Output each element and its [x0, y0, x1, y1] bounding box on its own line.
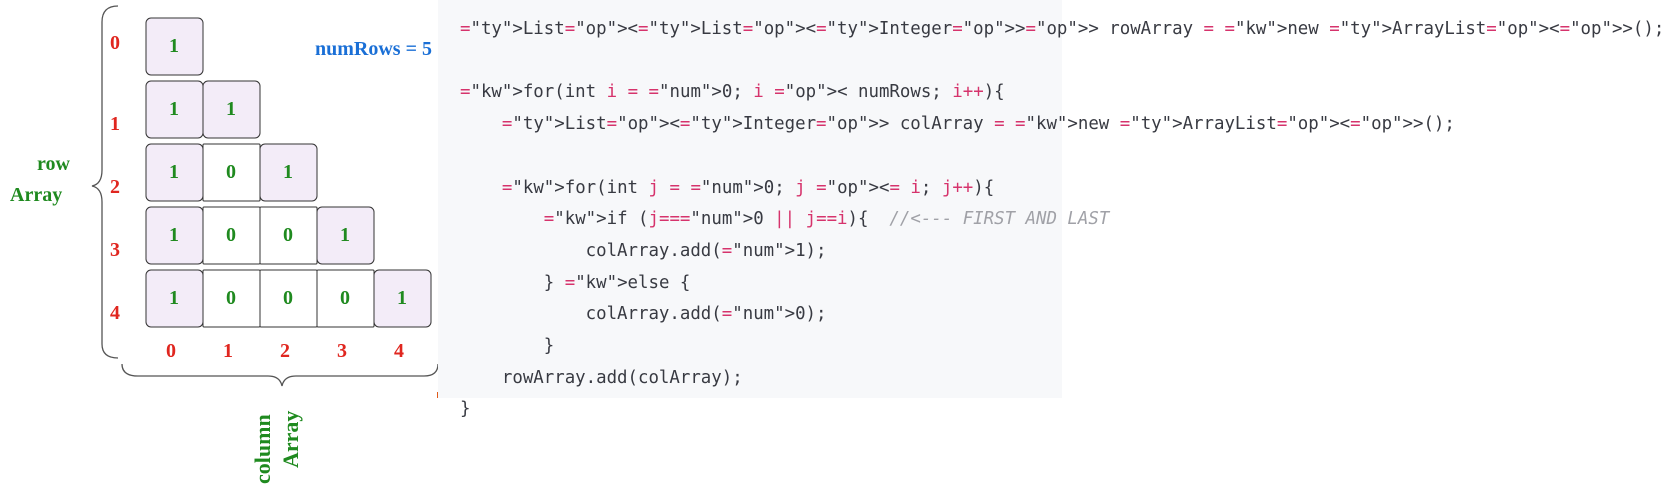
row-axis-label-line2: Array — [10, 184, 63, 206]
code-block: ="ty">List="op"><="ty">List="op"><="ty">… — [460, 19, 1664, 420]
cell-value: 1 — [169, 224, 179, 246]
triangle-grid — [91, 5, 439, 387]
cell-value: 0 — [283, 287, 293, 309]
column-index-3: 3 — [337, 340, 347, 362]
triangle-cell-2-2 — [259, 143, 318, 202]
cell-value: 1 — [226, 98, 236, 120]
cell-value: 1 — [340, 224, 350, 246]
code-panel: ="ty">List="op"><="ty">List="op"><="ty">… — [438, 0, 1664, 419]
cell-value: 0 — [226, 161, 236, 183]
row-brace — [91, 5, 119, 359]
num-rows-label: numRows = 5 — [315, 38, 432, 60]
row-index-3: 3 — [110, 239, 120, 261]
column-index-2: 2 — [280, 340, 290, 362]
cell-value: 1 — [169, 35, 179, 57]
column-index-1: 1 — [223, 340, 233, 362]
row-index-1: 1 — [110, 113, 120, 135]
triangle-cell-1-1 — [202, 80, 261, 139]
row-index-2: 2 — [110, 176, 120, 198]
cell-value: 0 — [226, 287, 236, 309]
column-brace — [121, 363, 439, 387]
column-axis-label-line1: column — [250, 414, 275, 484]
cell-value: 0 — [283, 224, 293, 246]
triangle-cell-4-4 — [373, 269, 432, 328]
column-index-0: 0 — [166, 340, 176, 362]
pascal-triangle-diagram: 1 1 1 1 0 1 1 0 0 1 1 0 0 0 1 0 1 2 3 4 0 1 2 3 4 numRows = 5 ro… — [0, 0, 440, 486]
cell-value: 1 — [397, 287, 407, 309]
row-index-0: 0 — [110, 32, 120, 54]
cell-value: 0 — [226, 224, 236, 246]
column-index-4: 4 — [394, 340, 404, 362]
column-axis-label-line2: Array — [278, 410, 303, 468]
triangle-cell-0-0 — [145, 17, 204, 76]
row-index-4: 4 — [110, 302, 120, 324]
cell-value: 1 — [169, 287, 179, 309]
row-axis-label-line1: row — [37, 153, 70, 175]
triangle-cell-3-3 — [316, 206, 375, 265]
cell-value: 1 — [169, 98, 179, 120]
cell-value: 0 — [340, 287, 350, 309]
cell-value: 1 — [283, 161, 293, 183]
cell-value: 1 — [169, 161, 179, 183]
